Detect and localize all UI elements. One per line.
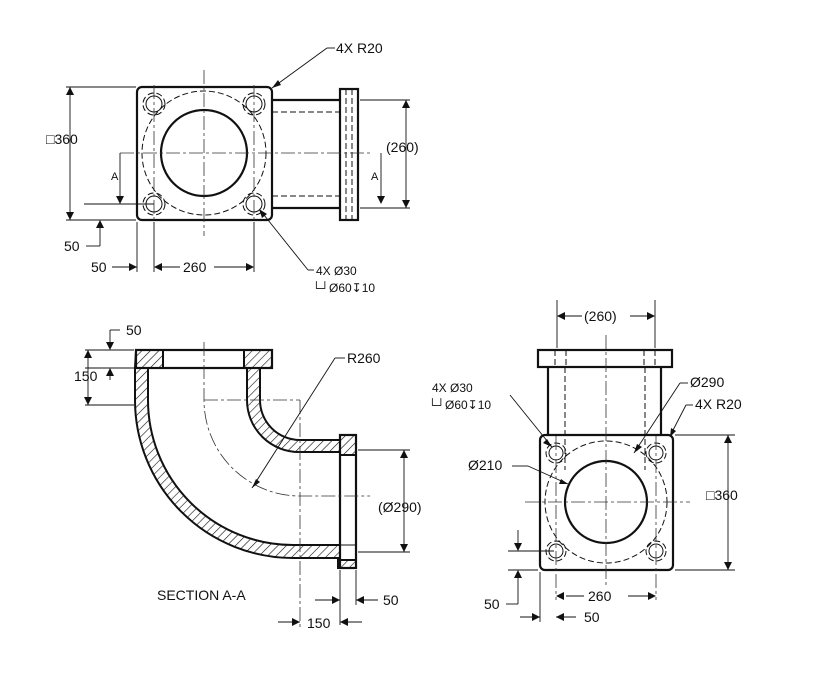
top-view-square-size-label: □360 — [46, 131, 78, 147]
top-view-hole-note: 4X Ø30 — [316, 264, 357, 278]
section-flange-height-label: 150 — [74, 368, 98, 384]
top-view-pipe-dia-label: (260) — [386, 139, 419, 155]
section-outer-wall — [134, 349, 357, 569]
section-flange-dia-label: (Ø290) — [378, 499, 422, 515]
top-view-outlet-flange — [338, 87, 360, 222]
side-view-bolt-circle-label: Ø290 — [690, 374, 724, 390]
section-outlet-flange-thickness-label: 50 — [383, 592, 399, 608]
section-view: R260 50 150 (Ø290) 50 150 — [74, 322, 422, 631]
section-bend-radius-label: R260 — [347, 350, 381, 366]
section-mark-left: A — [111, 171, 119, 183]
top-view-corner-radius-label: 4X R20 — [336, 40, 383, 56]
side-view-counterbore-note: └┘Ø60↧10 — [428, 398, 491, 412]
top-view-flange — [135, 85, 274, 222]
side-view-pipe-dia-label: (260) — [584, 308, 617, 324]
side-view-hole-note: 4X Ø30 — [432, 381, 473, 395]
side-view-edge-offset-x-label: 50 — [584, 609, 600, 625]
top-view-edge-offset-x-label: 50 — [91, 259, 107, 275]
side-view-flange — [538, 433, 675, 572]
top-view-edge-offset-label: 50 — [64, 238, 80, 254]
side-view-top-flange — [536, 348, 674, 369]
side-view-corner-radius-label: 4X R20 — [695, 396, 742, 412]
section-mark-right: A — [371, 171, 379, 183]
section-title: SECTION A-A — [157, 587, 246, 603]
top-view-bolt-spacing-label: 260 — [183, 259, 207, 275]
top-view: A A 4X R20 □360 (260) 50 — [46, 40, 419, 295]
top-view-counterbore-note: └┘Ø60↧10 — [312, 281, 375, 295]
side-view: (260) 4X Ø30 └┘Ø60↧10 Ø290 4X R20 Ø210 □… — [428, 300, 742, 625]
section-outlet-length-label: 150 — [307, 615, 331, 631]
section-flange-thickness-label: 50 — [126, 322, 142, 338]
side-view-bore-label: Ø210 — [468, 457, 502, 473]
side-view-bolt-spacing-label: 260 — [588, 588, 612, 604]
side-view-edge-offset-label: 50 — [484, 596, 500, 612]
side-view-square-size-label: □360 — [706, 487, 738, 503]
